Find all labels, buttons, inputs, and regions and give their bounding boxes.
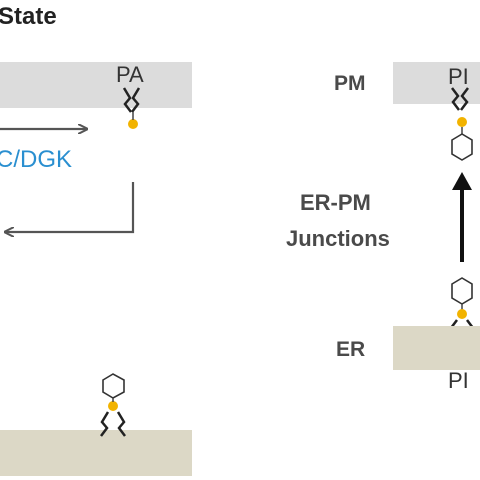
left-panel-title: State <box>0 3 57 30</box>
left-return-arrow-icon <box>6 182 135 232</box>
junctions-label-line2: Junctions <box>286 226 390 251</box>
right-er-pi-label: PI <box>448 368 469 393</box>
junctions-label-line1: ER-PM <box>300 190 371 215</box>
pm-label: PM <box>334 72 366 95</box>
right-pm-pi-label: PI <box>448 64 469 89</box>
right-pm-membrane <box>393 62 480 104</box>
er-label: ER <box>336 338 365 361</box>
pa-lipid-icon <box>122 87 141 129</box>
enzyme-label: C/DGK <box>0 146 72 173</box>
left-pm-membrane <box>0 62 192 108</box>
right-er-membrane <box>393 326 480 370</box>
upward-transport-arrow-icon <box>452 172 472 262</box>
left-pi-lipid-icon <box>100 373 126 437</box>
left-er-membrane <box>0 430 192 476</box>
left-pa-label: PA <box>116 62 144 87</box>
pm-pi-lipid-icon <box>451 87 473 161</box>
